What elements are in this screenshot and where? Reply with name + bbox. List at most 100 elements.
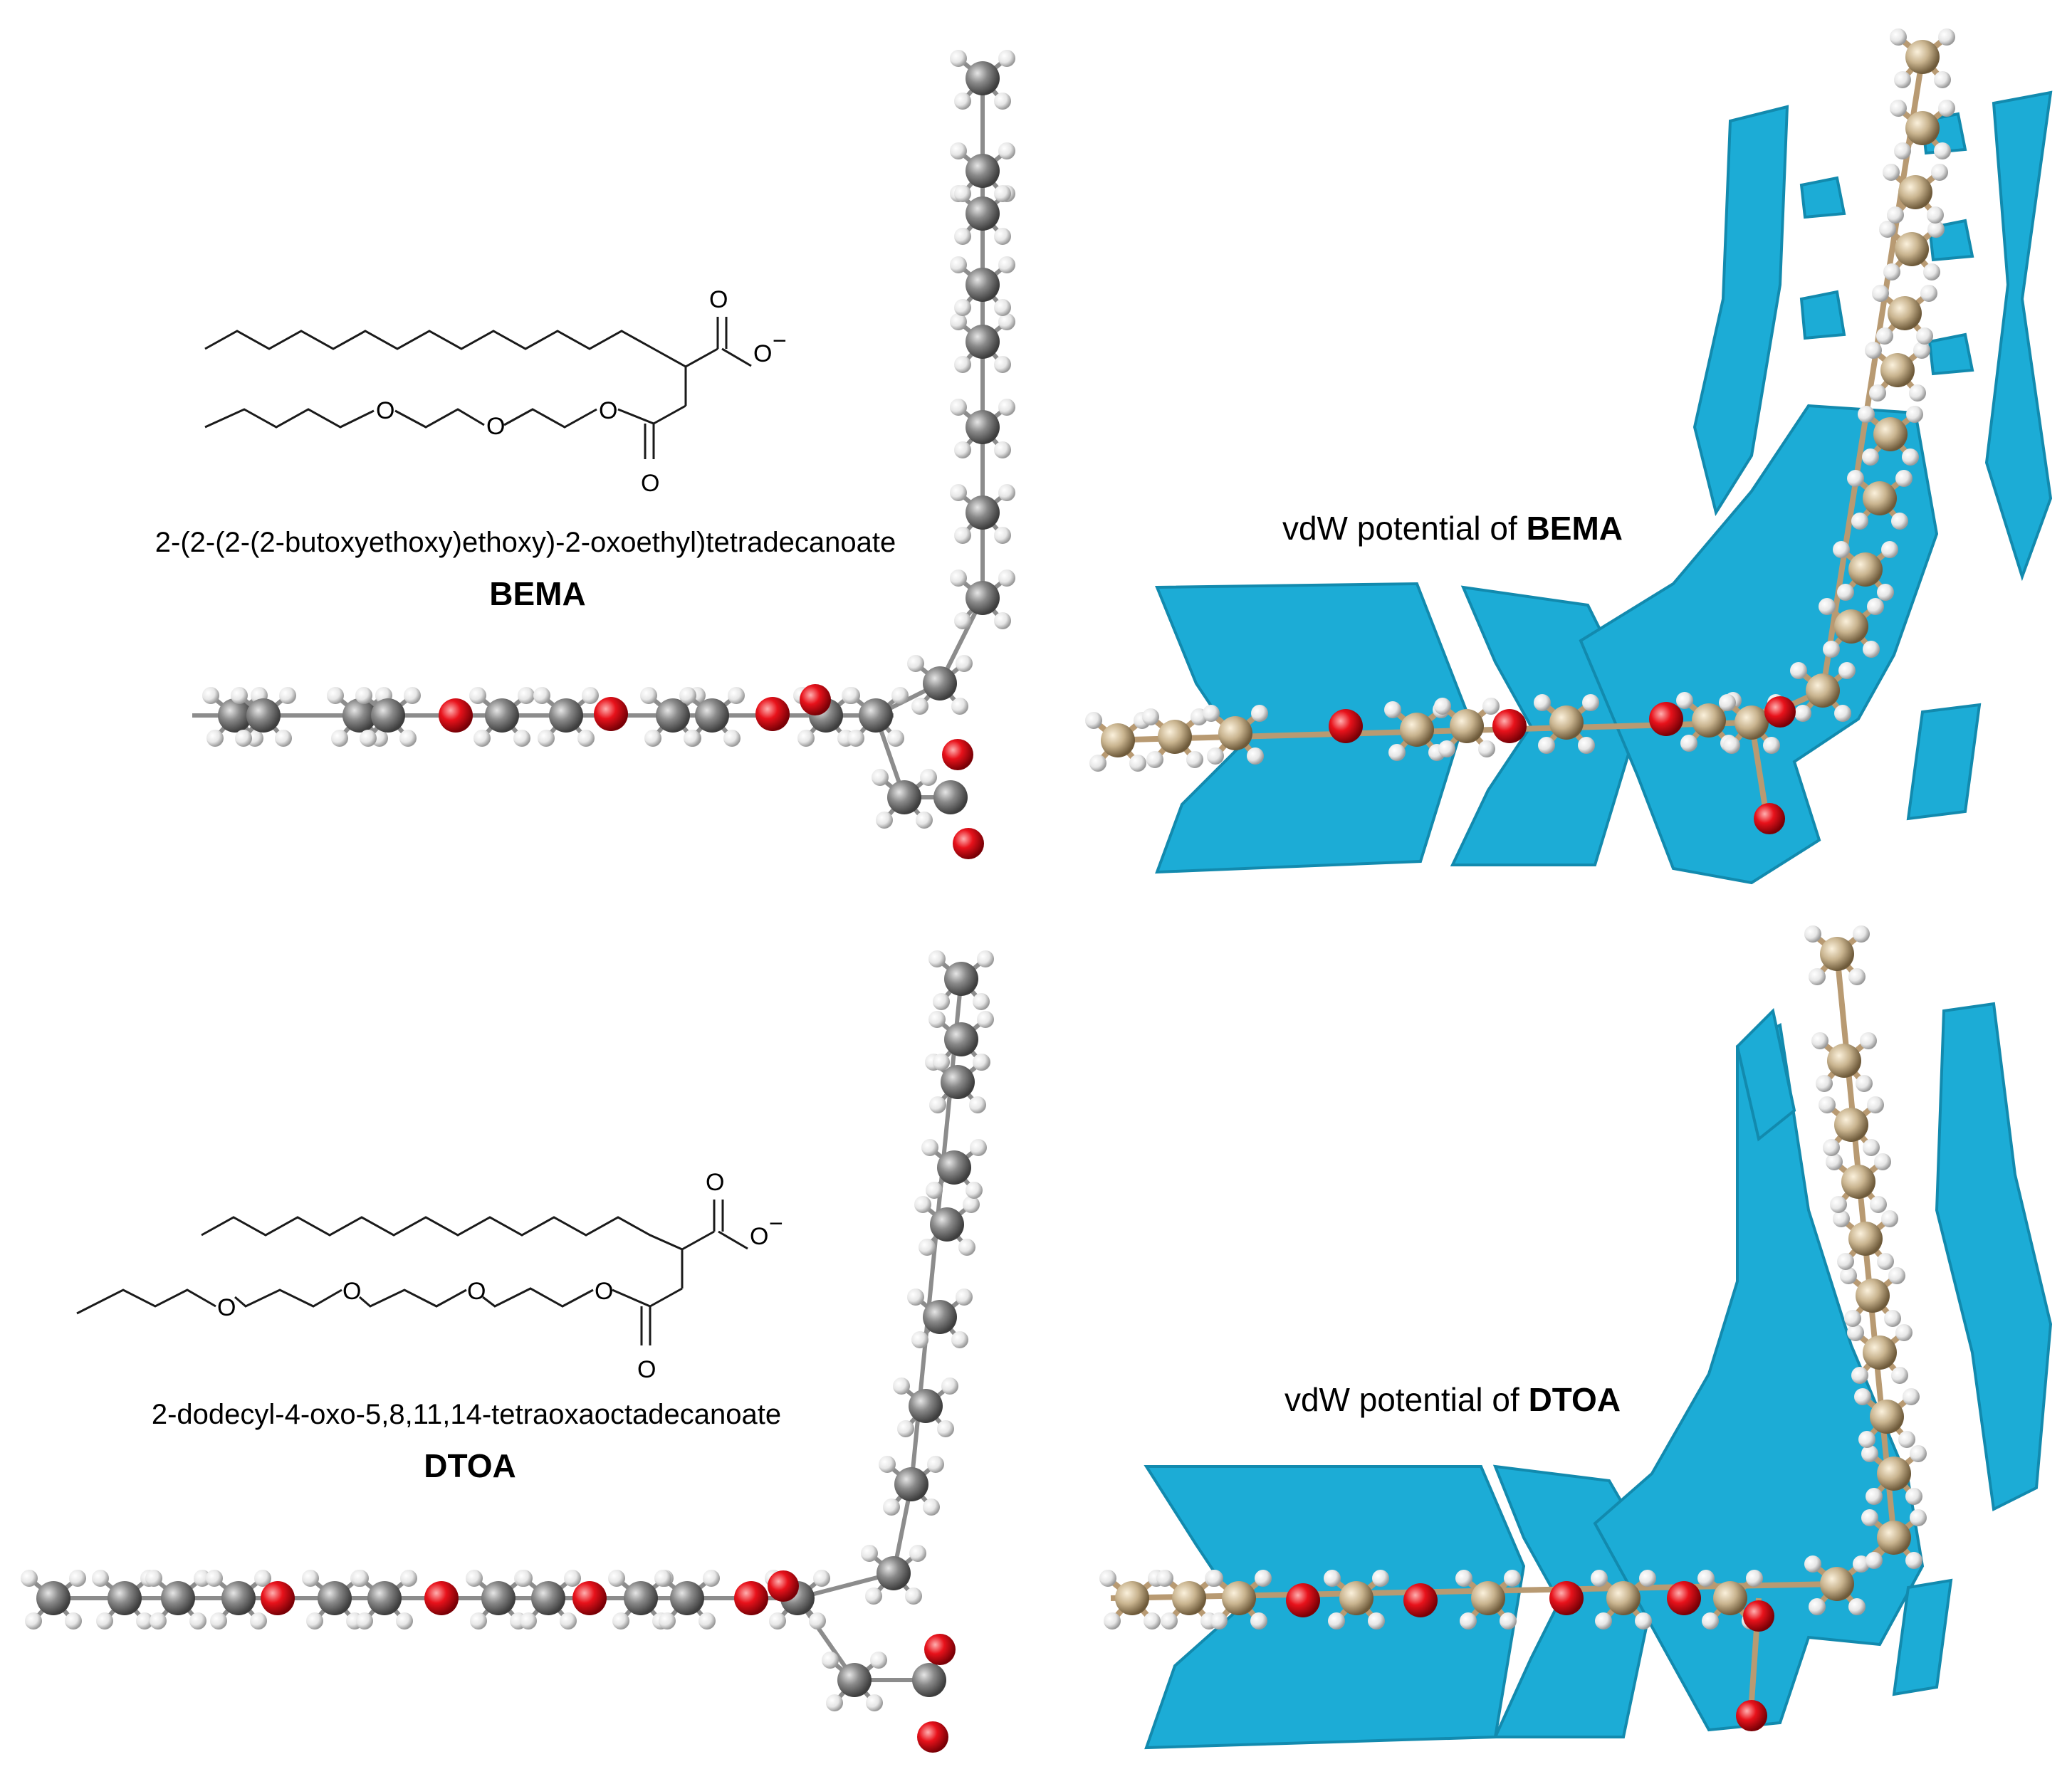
bema-hydrogen-atom: [911, 698, 928, 715]
bema-hydrogen-atom: [994, 441, 1011, 458]
dtoa-hydrogen-atom: [400, 1570, 417, 1587]
dtoa-hydrogen-atom: [937, 1420, 954, 1437]
bema-hydrogen-atom: [998, 142, 1015, 159]
bema-vdw-hydrogen-atom: [1794, 705, 1811, 722]
dtoa-vdw-hydrogen-atom: [1816, 1075, 1833, 1092]
dtoa-vdw-oxygen-atom: [1403, 1583, 1438, 1617]
dtoa-vdw-hydrogen-atom: [1844, 1310, 1861, 1327]
dtoa-carbon-atom: [944, 1022, 978, 1056]
bema-vdw-hydrogen-atom: [1909, 384, 1926, 402]
bema-hydrogen-atom: [231, 687, 248, 704]
dtoa-oxygen-atoms: [261, 1570, 956, 1753]
bema-carbon-atom: [371, 698, 405, 733]
dtoa-hydrogen-atom: [958, 1239, 975, 1256]
bema-vdw-carbon-atom: [1905, 40, 1940, 74]
bema-vdw-carbon-atom: [1873, 417, 1908, 451]
bema-hydrogen-atom: [950, 50, 967, 67]
bema-carbon-atom: [966, 325, 1000, 359]
dtoa-hydrogen-atom: [356, 1612, 373, 1630]
bema-carbon-atom: [966, 61, 1000, 95]
dtoa-skeletal-structure: O O − O O O O O: [76, 1169, 783, 1383]
dtoa-hydrogen-atom: [136, 1612, 153, 1630]
dtoa-hydrogen-atom: [150, 1612, 167, 1630]
bema-vdw-oxygen-atom: [1329, 709, 1363, 743]
dtoa-hydrogen-atom: [929, 1096, 946, 1113]
dtoa-carbon-atoms: [21, 950, 994, 1711]
dtoa-vdw-carbon-atom: [1877, 1521, 1911, 1555]
dtoa-hydrogen-atom: [65, 1612, 82, 1630]
dtoa-hydrogen-atom: [973, 993, 990, 1010]
bema-hydrogen-atom: [533, 687, 550, 704]
dtoa-hydrogen-atom: [813, 1570, 830, 1587]
bema-anion-oxygen-label: O: [753, 340, 772, 367]
bema-carbonyl-oxygen-label: O: [709, 286, 728, 313]
dtoa-vdw-hydrogen-atom: [1809, 968, 1826, 985]
dtoa-vdw-oxygen-atom: [1736, 1700, 1767, 1731]
bema-vdw-hydrogen-atom: [1938, 100, 1955, 117]
dtoa-hydrogen-atom: [21, 1570, 38, 1587]
dtoa-hydrogen-atom: [516, 1570, 533, 1587]
bema-hydrogen-atom: [950, 142, 967, 159]
dtoa-hydrogen-atom: [941, 1377, 958, 1395]
dtoa-carbon-atom: [941, 1065, 975, 1099]
dtoa-hydrogen-atom: [933, 1054, 950, 1071]
bema-hydrogen-atom: [331, 730, 348, 747]
dtoa-hydrogen-atom: [698, 1612, 716, 1630]
dtoa-hydrogen-atom: [654, 1570, 671, 1587]
dtoa-hydrogen-atom: [250, 1612, 267, 1630]
dtoa-carbon-atom: [624, 1581, 658, 1615]
bema-vdw-hydrogen-atom: [1920, 285, 1937, 302]
bema-vdw-hydrogen-atom: [1927, 221, 1945, 238]
bema-hydrogen-atom: [954, 441, 971, 458]
bema-vdw-hydrogen-atom: [1887, 206, 1904, 224]
bema-hydrogen-atom: [954, 299, 971, 316]
bema-vdw-hydrogen-atom: [1388, 744, 1406, 761]
bema-carbon-atom: [887, 780, 921, 814]
dtoa-hydrogen-atom: [189, 1612, 206, 1630]
bema-vdw-code: BEMA: [1527, 510, 1623, 547]
bema-hydrogen-atom: [954, 93, 971, 110]
bema-vdw-carbon-atom: [1218, 716, 1252, 750]
dtoa-carbon-atom: [108, 1581, 142, 1615]
dtoa-hydrogen-atom: [560, 1612, 577, 1630]
dtoa-vdw-hydrogen-atom: [1881, 1210, 1898, 1227]
bema-hydrogen-atom: [404, 687, 421, 704]
dtoa-oxygen-atom: [424, 1581, 459, 1615]
bema-hydrogen-atom: [956, 655, 973, 672]
dtoa-carbon-atom: [161, 1581, 195, 1615]
bema-vdw-hydrogen-atom: [1534, 694, 1551, 711]
dtoa-hydrogen-atom: [977, 1011, 994, 1028]
dtoa-oxygen-atom: [924, 1634, 956, 1665]
bema-hydrogen-atom: [954, 527, 971, 544]
bema-vdw-hydrogen-atom: [1894, 71, 1911, 88]
bema-carbon-atom: [966, 268, 1000, 302]
dtoa-vdw-carbon-atom: [1827, 1044, 1861, 1078]
bema-vdw-carbon-atom: [1905, 111, 1940, 145]
bema-carbon-atom: [966, 196, 1000, 231]
bema-hydrogen-atom: [916, 812, 933, 829]
dtoa-vdw-carbon-atom: [1222, 1581, 1256, 1615]
bema-hydrogen-atom: [582, 687, 599, 704]
dtoa-hydrogen-atom: [927, 1456, 944, 1473]
dtoa-carbon-atom: [944, 962, 978, 996]
dtoa-vdw-hydrogen-atom: [1156, 1570, 1173, 1587]
dtoa-hydrogen-atom: [970, 1139, 987, 1156]
bema-hydrogen-atom: [994, 93, 1011, 110]
bema-vdw-hydrogen-atom: [1927, 206, 1944, 224]
dtoa-vdw-prefix: vdW potential of: [1284, 1381, 1529, 1418]
bema-carbon-atom: [966, 495, 1000, 530]
bema-vdw-hydrogen-atom: [1434, 698, 1451, 715]
dtoa-vdw-carbon-atom: [1115, 1581, 1149, 1615]
dtoa-vdw-hydrogen-atom: [1206, 1570, 1223, 1587]
dtoa-hydrogen-atom: [911, 1331, 928, 1348]
bema-hydrogen-atom: [679, 687, 696, 704]
bema-charge-label: −: [773, 327, 787, 355]
bema-hydrogen-atom: [950, 484, 967, 501]
dtoa-vdw-carbon-atom: [1339, 1581, 1374, 1615]
bema-carbon-atom: [342, 698, 377, 733]
dtoa-oxygen-atom: [261, 1581, 295, 1615]
bema-vdw-hydrogen-atom: [1894, 142, 1911, 159]
dtoa-vdw-hydrogen-atom: [1895, 1324, 1913, 1341]
bema-hydrogen-atom: [202, 687, 219, 704]
